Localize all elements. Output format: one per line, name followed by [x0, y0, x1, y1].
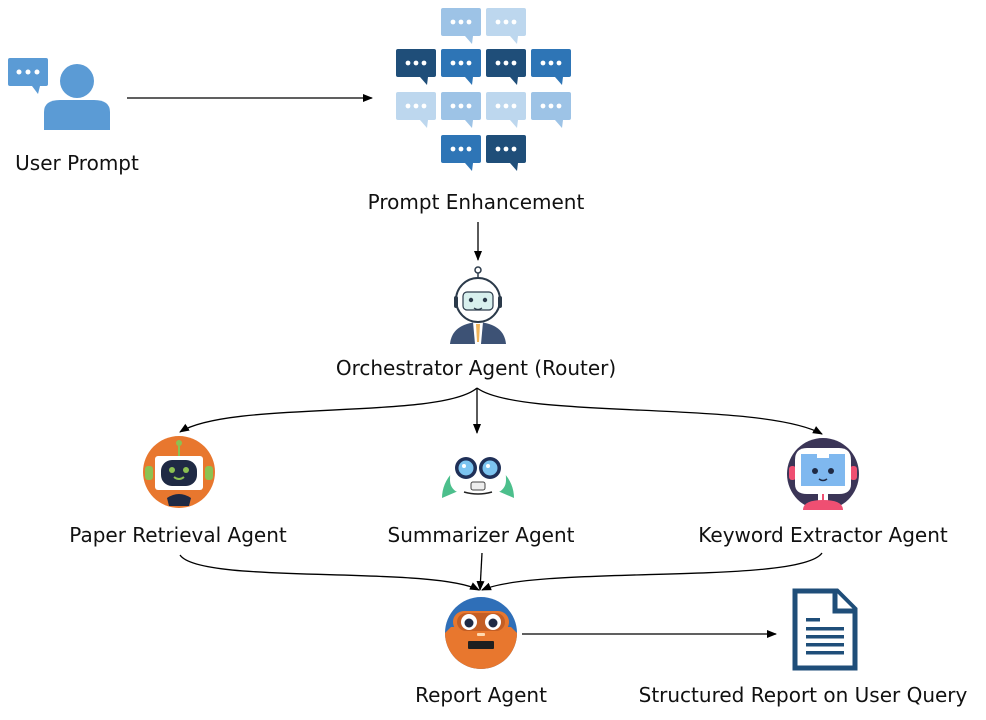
document-icon [792, 588, 858, 671]
blue-orange-robot-icon [445, 597, 517, 669]
chat-bubble-icon [441, 92, 481, 128]
orchestrator-label: Orchestrator Agent (Router) [335, 356, 617, 380]
chat-bubbles-icon [396, 8, 571, 171]
chat-bubble-icon [486, 135, 526, 171]
edge-orchestrator-to-keyword [476, 387, 823, 435]
keyword-extractor-label: Keyword Extractor Agent [698, 523, 948, 547]
user-prompt-label: User Prompt [15, 151, 139, 175]
summarizer-label: Summarizer Agent [387, 523, 575, 547]
chat-bubble-icon [441, 135, 481, 171]
chat-bubble-icon [486, 92, 526, 128]
chat-bubble-icon [441, 49, 481, 85]
edge-keyword-to-report [481, 552, 823, 591]
chat-bubble-icon [531, 92, 571, 128]
chat-bubble-icon [531, 49, 571, 85]
prompt-enhancement-label: Prompt Enhancement [367, 190, 585, 214]
user-chat-icon [8, 58, 110, 130]
edge-orchestrator-to-paper [179, 387, 478, 433]
green-robot-icon [442, 444, 514, 498]
structured-report-label: Structured Report on User Query [638, 683, 968, 707]
chat-bubble-icon [396, 92, 436, 128]
purple-robot-icon [787, 438, 859, 510]
chat-bubble-icon [486, 49, 526, 85]
chat-bubble-icon [441, 8, 481, 44]
orange-robot-icon [143, 436, 215, 508]
paper-retrieval-label: Paper Retrieval Agent [69, 523, 287, 547]
edge-summarizer-to-report [476, 552, 485, 591]
edge-paper-to-report [179, 554, 480, 591]
report-agent-label: Report Agent [415, 683, 547, 707]
robot-suit-icon [450, 266, 506, 344]
chat-bubble-icon [486, 8, 526, 44]
chat-bubble-icon [396, 49, 436, 85]
